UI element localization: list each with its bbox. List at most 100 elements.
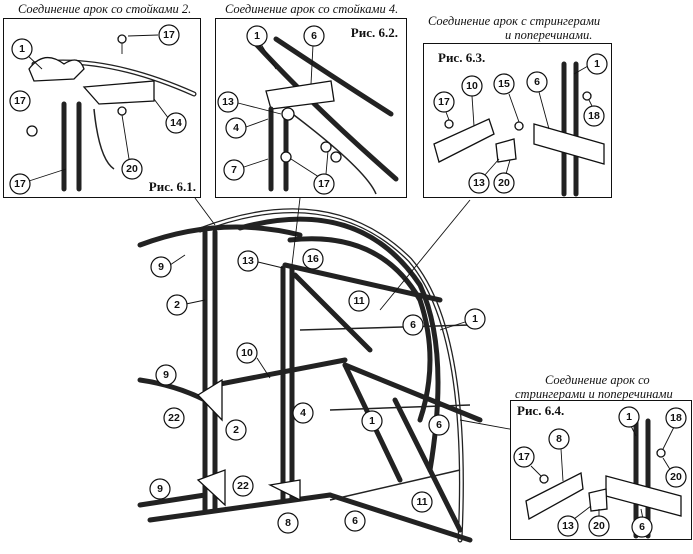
svg-text:17: 17	[163, 29, 175, 41]
caption-fig-6-3-line2: и поперечинами.	[505, 28, 593, 42]
callout-main-1-right: 1	[439, 308, 486, 331]
svg-text:1: 1	[472, 313, 478, 325]
svg-text:6: 6	[311, 30, 317, 42]
main-callouts: 9 2 13 16 11 6 1 10 9 22 4 1 6 2 9 22 11…	[149, 248, 486, 534]
svg-text:13: 13	[562, 520, 574, 532]
callout-fig61-14: 14	[153, 98, 187, 134]
svg-text:8: 8	[285, 517, 291, 529]
svg-text:17: 17	[14, 95, 26, 107]
callout-fig64-17: 17	[513, 446, 542, 477]
fig-label-6-1: Рис. 6.1.	[146, 179, 198, 195]
svg-text:1: 1	[626, 411, 632, 423]
svg-text:15: 15	[498, 78, 510, 90]
callout-fig63-1: 1	[573, 53, 608, 75]
callout-main-1-mid: 1	[361, 410, 383, 432]
callout-main-6-bottom: 6	[344, 510, 366, 532]
callout-fig63-20: 20	[493, 159, 515, 194]
callout-fig63-17: 17	[433, 91, 455, 121]
callout-fig63-15: 15	[493, 73, 520, 123]
callout-fig64-18: 18	[662, 407, 687, 450]
svg-text:17: 17	[14, 178, 26, 190]
svg-text:20: 20	[593, 520, 605, 532]
svg-text:4: 4	[300, 407, 306, 419]
callout-fig64-1: 1	[618, 406, 640, 437]
svg-text:1: 1	[594, 58, 600, 70]
detail-box-fig-6-2: 1 6 13 4 7 17 Рис. 6.2.	[215, 18, 407, 198]
svg-text:6: 6	[436, 419, 442, 431]
svg-text:2: 2	[233, 424, 239, 436]
svg-text:7: 7	[231, 164, 237, 176]
callout-fig64-20-right: 20	[662, 457, 687, 488]
svg-text:13: 13	[242, 255, 254, 267]
callout-fig61-20: 20	[121, 114, 143, 180]
fig-6-2-drawing: 1 6 13 4 7 17	[217, 25, 399, 195]
callout-main-6-top: 6	[402, 314, 424, 336]
caption-fig-6-3-line1: Соединение арок с стрингерами	[428, 14, 601, 28]
caption-fig-6-1: Соединение арок со стойками 2.	[18, 2, 192, 16]
callout-main-6-mid: 6	[428, 414, 450, 436]
callout-fig61-17-left: 17	[9, 90, 31, 112]
callout-main-9-mid: 9	[155, 364, 177, 386]
callout-main-2-top: 2	[166, 294, 206, 316]
callout-fig63-10: 10	[461, 75, 483, 127]
svg-text:6: 6	[410, 319, 416, 331]
svg-text:18: 18	[670, 412, 682, 424]
callout-fig62-4: 4	[225, 117, 269, 139]
callout-fig61-1: 1	[11, 38, 43, 70]
callout-main-9-bottom: 9	[149, 478, 171, 500]
svg-text:18: 18	[588, 110, 600, 122]
svg-text:1: 1	[369, 415, 375, 427]
frame-structure	[137, 208, 483, 543]
leader-fig63	[379, 199, 471, 311]
callout-main-22-mid: 22	[163, 407, 185, 429]
callout-fig62-1: 1	[246, 25, 277, 70]
svg-text:22: 22	[168, 412, 180, 424]
callout-fig64-20-bottom: 20	[588, 509, 610, 537]
caption-fig-6-2: Соединение арок со стойками 4.	[225, 2, 399, 16]
svg-text:9: 9	[163, 369, 169, 381]
svg-text:10: 10	[241, 347, 253, 359]
svg-text:17: 17	[318, 178, 330, 190]
callout-main-11-top: 11	[348, 290, 370, 312]
fig-label-6-2: Рис. 6.2.	[348, 25, 400, 41]
svg-text:9: 9	[158, 261, 164, 273]
fig-6-3-drawing: 10 15 6 1 17 18 13 20	[433, 53, 608, 197]
callout-fig64-6: 6	[631, 508, 653, 538]
svg-text:20: 20	[498, 177, 510, 189]
fig-label-6-3: Рис. 6.3.	[436, 50, 488, 66]
caption-fig-6-4-line1: Соединение арок со	[545, 373, 650, 387]
svg-text:2: 2	[174, 299, 180, 311]
callout-fig63-18: 18	[583, 99, 605, 127]
svg-text:6: 6	[352, 515, 358, 527]
callout-main-13: 13	[237, 250, 284, 272]
svg-text:6: 6	[534, 76, 540, 88]
callout-fig63-13: 13	[468, 158, 500, 194]
callout-main-10: 10	[236, 342, 271, 379]
callout-main-11-bottom: 11	[411, 491, 433, 513]
callout-main-16: 16	[302, 248, 324, 270]
svg-text:1: 1	[19, 43, 25, 55]
svg-text:11: 11	[416, 496, 427, 508]
detail-box-fig-6-1: 1 17 17 14 20 17 Рис. 6.1.	[3, 18, 201, 198]
callout-fig62-13: 13	[217, 91, 282, 115]
callout-fig61-17-bottom: 17	[9, 168, 67, 195]
svg-text:17: 17	[438, 96, 450, 108]
svg-text:9: 9	[157, 483, 163, 495]
callout-fig62-17: 17	[290, 150, 335, 195]
svg-text:13: 13	[222, 96, 234, 108]
svg-text:16: 16	[307, 253, 319, 265]
leader-fig64	[459, 419, 516, 431]
callout-main-9-top: 9	[150, 254, 186, 278]
callout-main-8: 8	[277, 512, 299, 534]
leader-fig61	[194, 197, 216, 226]
svg-text:13: 13	[473, 177, 485, 189]
callout-main-22-bottom: 22	[232, 475, 254, 497]
svg-text:10: 10	[466, 80, 478, 92]
svg-text:17: 17	[518, 451, 530, 463]
callout-fig64-8: 8	[548, 428, 570, 482]
callout-fig63-6: 6	[526, 71, 550, 130]
fig-label-6-4: Рис. 6.4.	[515, 403, 567, 419]
callout-main-4: 4	[292, 402, 314, 424]
fig-6-1-drawing: 1 17 17 14 20 17	[9, 24, 197, 195]
callout-fig61-17-top: 17	[127, 24, 180, 46]
